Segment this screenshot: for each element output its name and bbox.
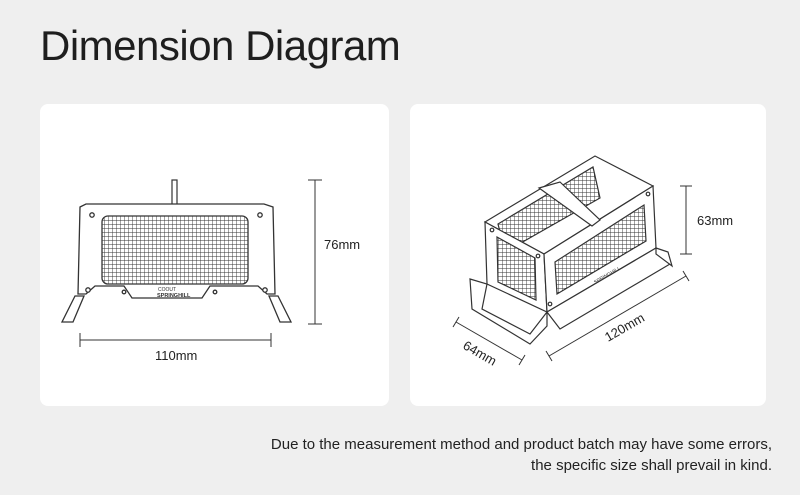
svg-text:COOUT: COOUT xyxy=(158,287,176,293)
legs xyxy=(60,295,293,323)
iso-length-dimension xyxy=(545,270,690,362)
iso-length-label: 120mm xyxy=(602,310,647,345)
iso-height-dimension xyxy=(680,185,692,255)
width-label: 110mm xyxy=(155,348,197,363)
iso-depth-label: 64mm xyxy=(461,338,500,369)
iso-view-panel: SPRINGHILL 63mm 120mm 64mm xyxy=(410,104,766,406)
iso-height-label: 63mm xyxy=(697,213,733,228)
grill-box xyxy=(469,155,674,345)
page-title: Dimension Diagram xyxy=(40,22,401,69)
grill-body xyxy=(77,203,276,299)
height-dimension xyxy=(308,179,322,325)
width-dimension xyxy=(79,333,272,347)
iso-depth-dimension xyxy=(452,316,526,366)
disclaimer-line-1: Due to the measurement method and produc… xyxy=(270,436,772,453)
product-logo: SPRINGHILL xyxy=(157,293,191,299)
height-label: 76mm xyxy=(324,237,360,252)
front-view-panel: COOUT SPRINGHILL 76mm 110mm xyxy=(40,104,389,406)
disclaimer-note: Due to the measurement method and produc… xyxy=(271,434,772,476)
front-view-drawing: COOUT SPRINGHILL 76mm 110mm xyxy=(60,179,360,363)
disclaimer-line-2: the specific size shall prevail in kind. xyxy=(531,457,772,474)
iso-view-drawing: SPRINGHILL 63mm 120mm 64mm xyxy=(452,155,733,369)
